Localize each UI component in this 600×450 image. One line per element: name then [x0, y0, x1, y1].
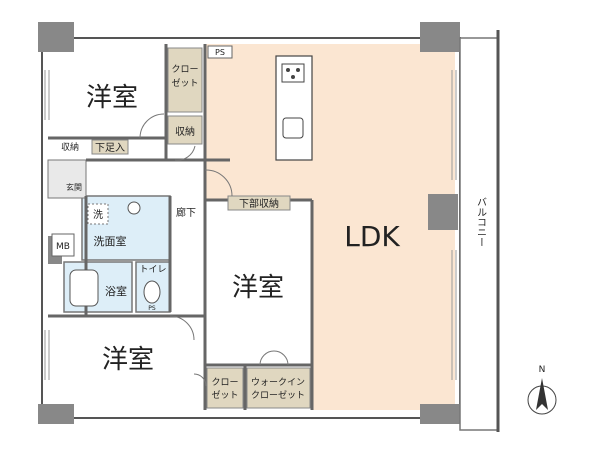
storage-right — [167, 115, 203, 145]
mb-label: MB — [56, 242, 70, 252]
balcony-area — [459, 37, 499, 431]
walkin-label-1: ウォークイン — [251, 377, 305, 388]
closet-bottom-label-1: クロー — [211, 377, 238, 388]
under-storage — [227, 195, 291, 211]
ps-box-top — [207, 45, 233, 59]
storage-left-label: 収納 — [61, 141, 79, 153]
closet-bottom — [206, 367, 244, 409]
stove-icon — [281, 63, 305, 83]
balcony-label: バルコニー — [475, 197, 487, 247]
pillars — [38, 22, 460, 424]
burner-icon — [291, 75, 295, 79]
toilet-icon — [143, 280, 161, 304]
windows — [44, 70, 457, 380]
compass-north-label: N — [539, 365, 546, 375]
walkin-closet — [246, 367, 311, 409]
room-label-washroom: 洗面室 — [94, 234, 127, 248]
compass-icon — [527, 378, 557, 415]
entrance-area — [47, 159, 87, 199]
walkin-label-2: クローゼット — [251, 389, 305, 401]
closet-bottom-label-2: ゼット — [211, 389, 238, 401]
ldk-floor — [205, 44, 455, 410]
room-label-western-bottom: 洋室 — [102, 345, 154, 375]
room-label-bathroom: 浴室 — [105, 284, 127, 298]
room-label-corridor: 廊下 — [176, 206, 196, 219]
room-label-western-top: 洋室 — [86, 83, 138, 113]
ps-label-top: PS — [215, 48, 225, 57]
room-label-toilet: トイレ — [139, 265, 166, 275]
room-label-western-center: 洋室 — [232, 273, 284, 303]
washer-label: 洗 — [93, 209, 103, 221]
bathtub-icon — [69, 269, 99, 307]
door-swings — [139, 113, 289, 387]
under-storage-label: 下部収納 — [239, 197, 279, 210]
room-label-ldk: LDK — [344, 220, 400, 253]
washer-pan — [87, 203, 109, 225]
sink-icon — [282, 117, 304, 139]
closet-top — [167, 47, 203, 113]
closet-top-label-2: ゼット — [171, 77, 198, 89]
room-label-entrance: 玄関 — [66, 182, 82, 192]
mb-box — [51, 233, 75, 257]
closet-top-label-1: クロー — [171, 64, 198, 75]
shoe-box — [91, 139, 129, 155]
ps-label-small: PS — [148, 305, 156, 312]
basin-icon — [127, 201, 141, 215]
burner-icon — [296, 68, 300, 72]
shoe-box-label: 下足入 — [95, 142, 125, 154]
storage-right-label: 収納 — [175, 125, 195, 138]
burner-icon — [286, 68, 290, 72]
